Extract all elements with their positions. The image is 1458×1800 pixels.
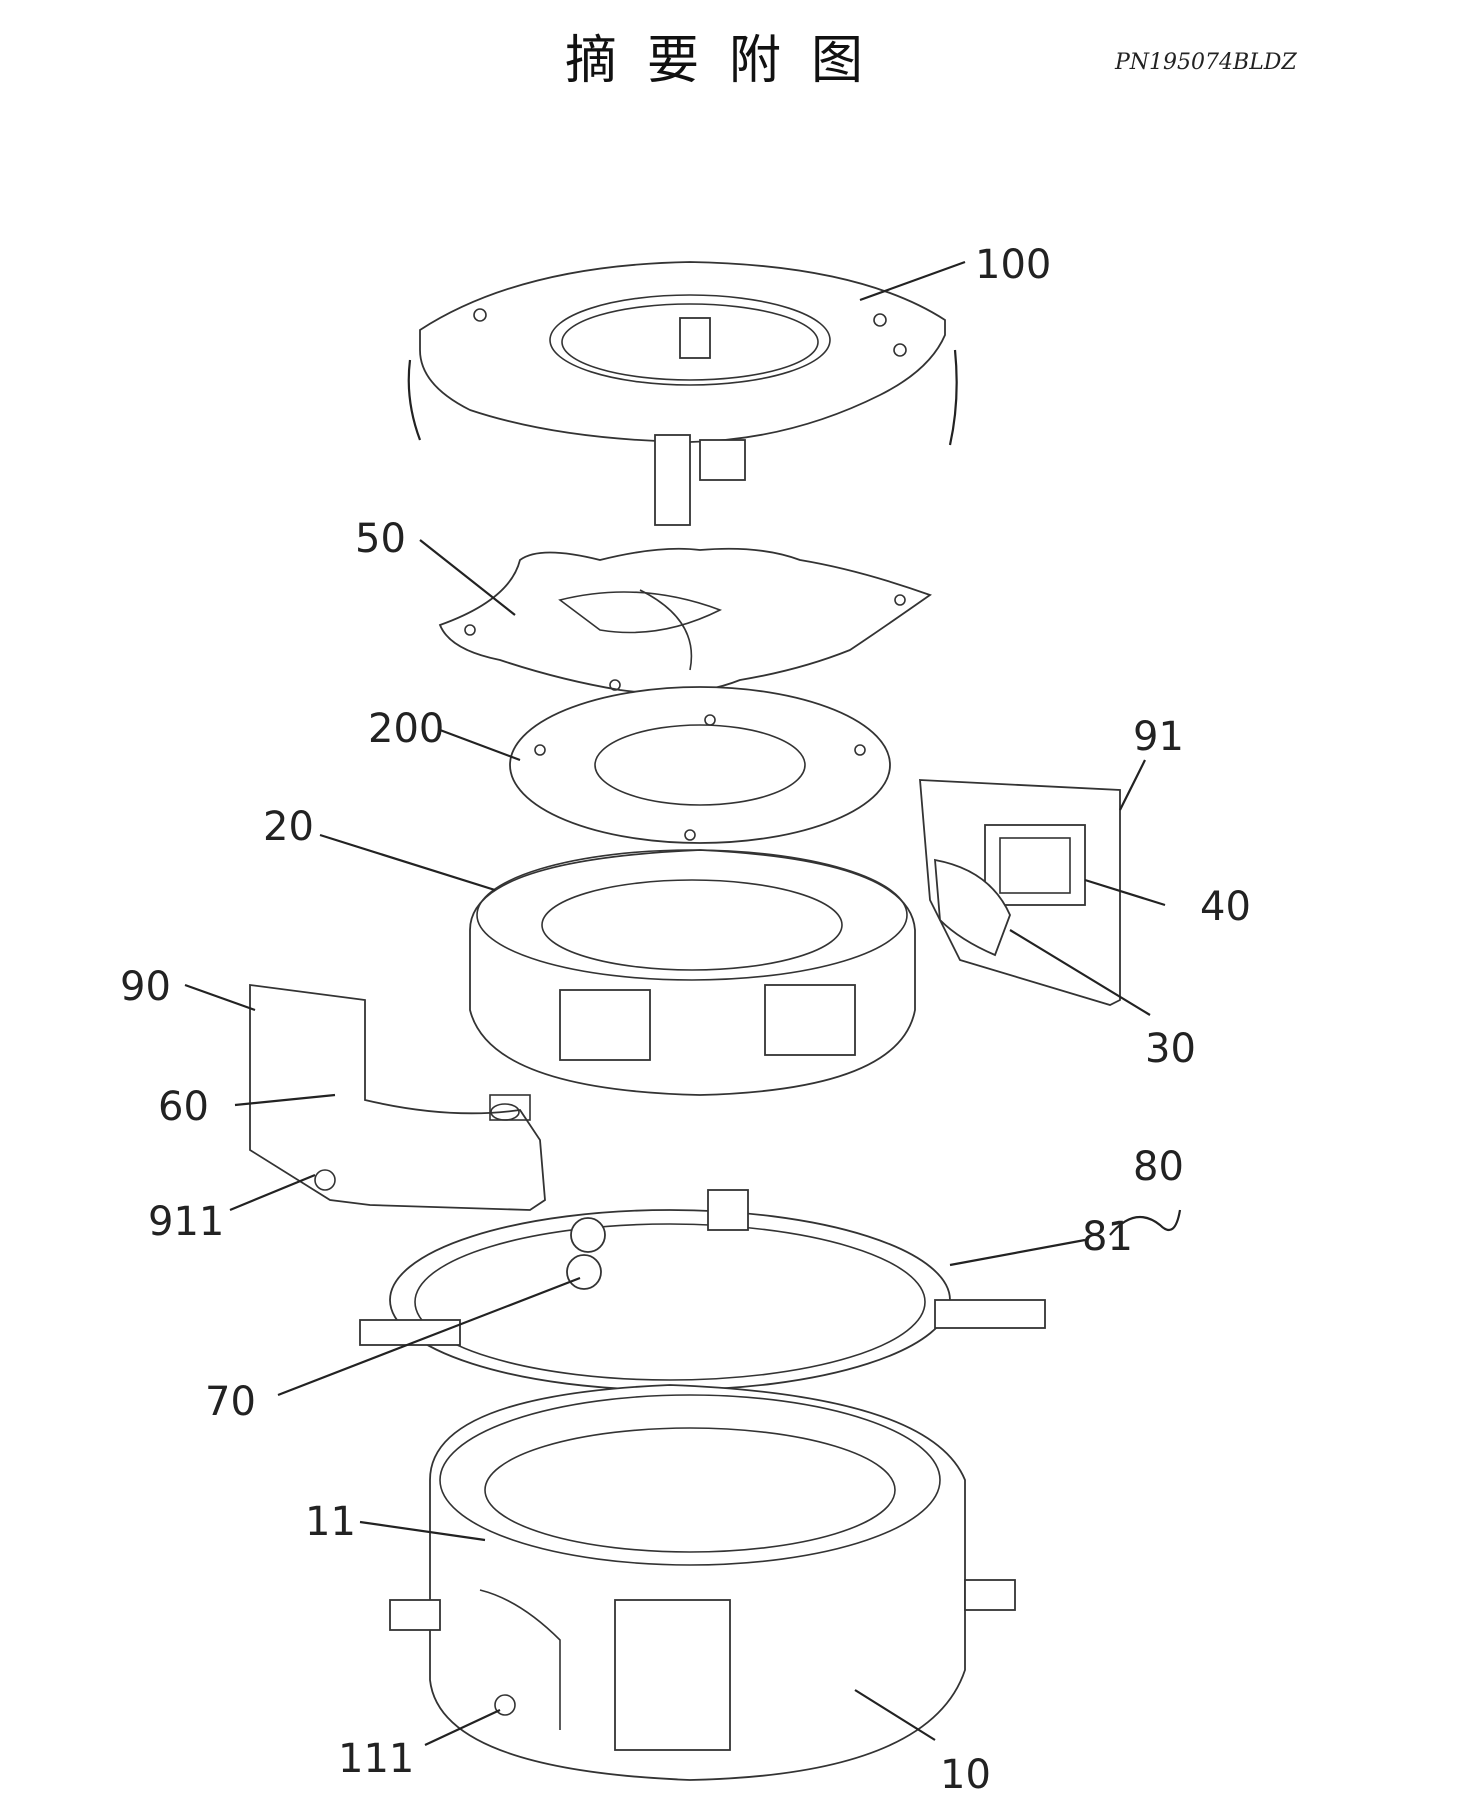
label-100: 100 <box>975 242 1051 288</box>
label-60: 60 <box>158 1084 209 1130</box>
leader-70 <box>277 1276 581 1397</box>
part-90-left-board <box>249 983 546 1211</box>
label-40: 40 <box>1200 884 1251 930</box>
leader-911 <box>229 1173 316 1212</box>
leader-60 <box>234 1093 336 1107</box>
label-50: 50 <box>355 516 406 562</box>
leader-81 <box>949 1238 1086 1267</box>
part-50-spring-sheet <box>438 547 932 695</box>
label-70: 70 <box>205 1379 256 1425</box>
leader-20 <box>319 833 496 892</box>
page-title: 摘要附图 <box>564 31 893 91</box>
leader-30 <box>1009 929 1151 1016</box>
leader-50 <box>419 539 516 616</box>
label-91: 91 <box>1133 714 1184 760</box>
label-200: 200 <box>368 706 444 752</box>
label-20: 20 <box>263 804 314 850</box>
leader-111 <box>424 1709 501 1746</box>
label-81: 81 <box>1082 1214 1133 1260</box>
document-number: PN195074BLDZ <box>1115 50 1297 75</box>
label-111: 111 <box>338 1736 414 1782</box>
part-10-base-housing <box>389 1384 1016 1781</box>
part-200-annular-sheet <box>509 686 891 844</box>
leader-100 <box>859 260 966 302</box>
label-30: 30 <box>1145 1026 1196 1072</box>
part-91-right-board <box>919 779 1121 1006</box>
leader-11 <box>359 1520 486 1542</box>
part-80-ring-assembly <box>359 1189 1046 1391</box>
part-20-carrier <box>469 849 916 1096</box>
label-90: 90 <box>120 964 171 1010</box>
label-10: 10 <box>940 1752 991 1798</box>
label-11: 11 <box>305 1499 356 1545</box>
reference-labels: 100 50 200 91 20 40 90 30 60 80 911 81 7… <box>120 242 1251 1798</box>
leader-91 <box>1119 759 1146 811</box>
leader-40 <box>1084 878 1166 907</box>
leader-lines <box>184 260 1182 1746</box>
leader-80 <box>1109 1209 1182 1236</box>
part-100-cover-plate <box>407 261 958 526</box>
leader-200 <box>439 728 521 762</box>
label-80: 80 <box>1133 1144 1184 1190</box>
label-911: 911 <box>148 1199 224 1245</box>
leader-90 <box>184 983 256 1012</box>
leader-10 <box>854 1689 936 1741</box>
